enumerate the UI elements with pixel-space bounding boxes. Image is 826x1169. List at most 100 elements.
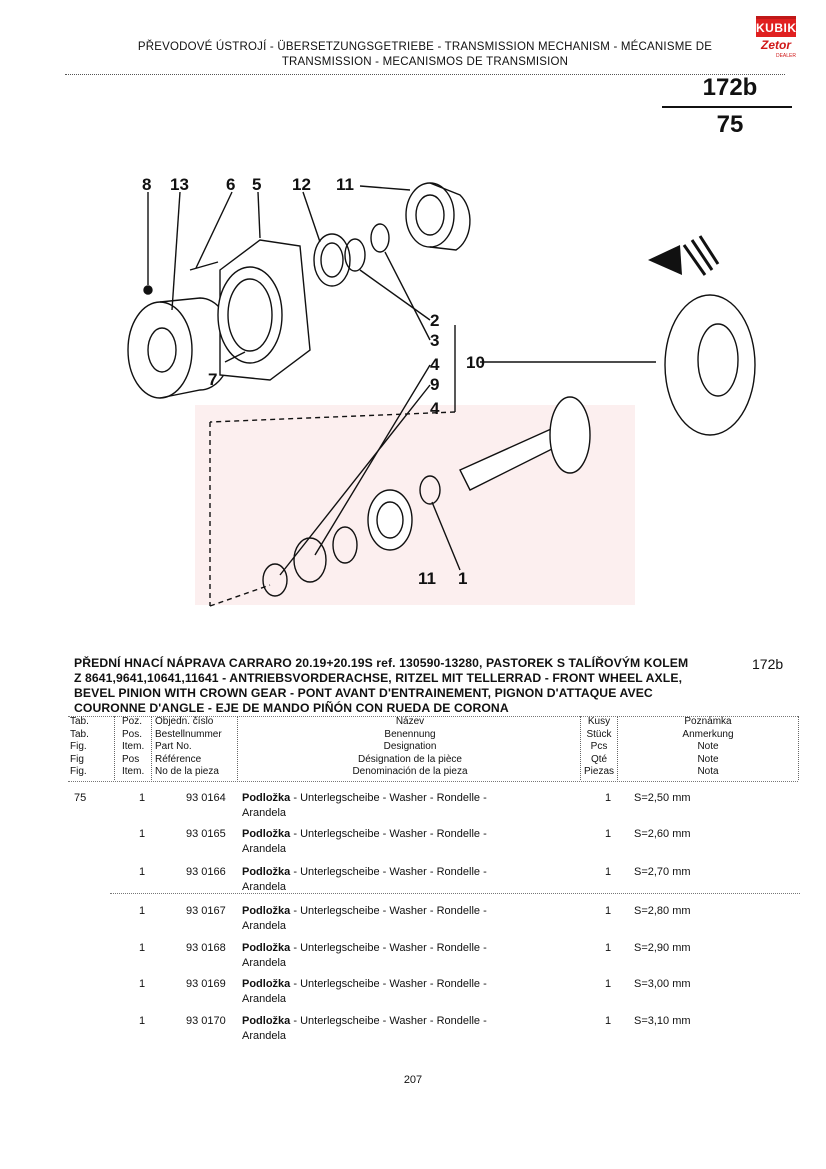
direction-arrow-icon [648,235,720,276]
row-position: 1 [139,942,146,954]
row-desc: - Unterlegscheibe - Washer - Rondelle - [290,1015,487,1027]
row-desc: - Unterlegscheibe - Washer - Rondelle - [290,978,487,990]
row-position: 1 [139,866,146,878]
table-row: 1 93 0170 Podložka - Unterlegscheibe - W… [0,1014,826,1044]
brand-logo: KUBIK Zetor DEALER [756,16,796,60]
row-qty: 1 [605,792,612,804]
row-desc: - Unterlegscheibe - Washer - Rondelle - [290,905,487,917]
page-header: PŘEVODOVÉ ÚSTROJÍ - ÜBERSETZUNGSGETRIEBE… [80,40,770,70]
row-note: S=3,10 mm [634,1015,691,1027]
row-name: Podložka [242,1015,291,1027]
row-position: 1 [139,792,146,804]
row-note: S=2,80 mm [634,905,691,917]
row-position: 1 [139,978,146,990]
page-ref-bottom: 75 [716,111,744,138]
row-name: Podložka [242,828,291,840]
row-part-number: 93 0167 [186,905,226,917]
callout-label: 3 [430,331,439,350]
page-ref-divider [662,106,792,108]
row-name: Podložka [242,942,291,954]
column-separator [580,716,581,780]
row-qty: 1 [605,942,612,954]
row-note: S=2,90 mm [634,942,691,954]
row-part-number: 93 0166 [186,866,226,878]
row-note: S=2,60 mm [634,828,691,840]
callout-label: 5 [252,175,261,194]
row-part-number: 93 0170 [186,1015,226,1027]
row-desc-2: Arandela [242,992,287,1005]
row-qty: 1 [605,905,612,917]
row-part-number: 93 0169 [186,978,226,990]
header-divider [65,74,785,75]
column-separator [151,716,152,780]
callout-label: 7 [208,370,217,389]
table-row: 1 93 0168 Podložka - Unterlegscheibe - W… [0,941,826,971]
logo-sub: Zetor [761,38,791,52]
page-ref-top: 172b [702,74,758,101]
table-header-rule-top [68,716,798,717]
section-title-line: COURONNE D'ANGLE - EJE DE MANDO PIÑÓN CO… [74,701,509,715]
row-desc-2: Arandela [242,919,287,932]
row-qty: 1 [605,1015,612,1027]
section-title-line: Z 8641,9641,10641,11641 - ANTRIEBSVORDER… [74,671,683,685]
logo-tag: DEALER [775,53,796,59]
table-header-rule-bottom [68,781,798,782]
callout-label: 10 [466,353,485,372]
row-name: Podložka [242,866,291,878]
logo-brand: KUBIK [756,16,796,37]
callout-label: 9 [430,375,439,394]
table-row: 75 1 93 0164 Podložka - Unterlegscheibe … [0,791,826,821]
section-title: PŘEDNÍ HNACÍ NÁPRAVA CARRARO 20.19+20.19… [74,656,724,716]
callout-label: 13 [170,175,189,194]
section-title-line: BEVEL PINION WITH CROWN GEAR - PONT AVAN… [74,686,653,700]
callout-label: 12 [292,175,311,194]
page-number: 207 [403,1074,423,1086]
column-separator [617,716,618,780]
row-name: Podložka [242,792,291,804]
row-note: S=2,50 mm [634,792,691,804]
row-qty: 1 [605,866,612,878]
column-separator [237,716,238,780]
table-row: 1 93 0167 Podložka - Unterlegscheibe - W… [0,904,826,934]
section-title-line: PŘEDNÍ HNACÍ NÁPRAVA CARRARO 20.19+20.19… [74,656,689,670]
row-name: Podložka [242,978,291,990]
row-desc-2: Arandela [242,806,287,819]
table-row: 1 93 0166 Podložka - Unterlegscheibe - W… [0,865,826,895]
callout-label: 11 [336,175,354,194]
row-position: 1 [139,828,146,840]
row-qty: 1 [605,828,612,840]
row-name: Podložka [242,905,291,917]
row-part-number: 93 0164 [186,792,226,804]
section-ref: 172b [752,656,784,672]
row-desc-2: Arandela [242,880,287,893]
row-tab: 75 [74,792,87,804]
column-separator [798,716,799,780]
row-part-number: 93 0165 [186,828,226,840]
callout-label: 4 [430,399,440,418]
row-part-number: 93 0168 [186,942,226,954]
exploded-parts-diagram: 8 13 6 5 12 11 2 3 4 10 9 4 7 11 1 [127,175,756,607]
callout-label: 4 [430,355,440,374]
row-desc: - Unterlegscheibe - Washer - Rondelle - [290,792,487,804]
row-note: S=3,00 mm [634,978,691,990]
callout-label: 6 [226,175,235,194]
callout-label: 8 [142,175,151,194]
row-position: 1 [139,905,146,917]
row-desc-2: Arandela [242,842,287,855]
column-separator [114,716,115,780]
row-desc-2: Arandela [242,1029,287,1042]
header-line-2: TRANSMISSION - MECANISMOS DE TRANSMISION [281,56,569,68]
row-divider [110,893,800,894]
row-desc: - Unterlegscheibe - Washer - Rondelle - [290,828,487,840]
callout-label: 11 [418,569,436,588]
header-line-1: PŘEVODOVÉ ÚSTROJÍ - ÜBERSETZUNGSGETRIEBE… [137,41,713,53]
row-desc: - Unterlegscheibe - Washer - Rondelle - [290,866,487,878]
table-row: 1 93 0165 Podložka - Unterlegscheibe - W… [0,827,826,857]
row-qty: 1 [605,978,612,990]
